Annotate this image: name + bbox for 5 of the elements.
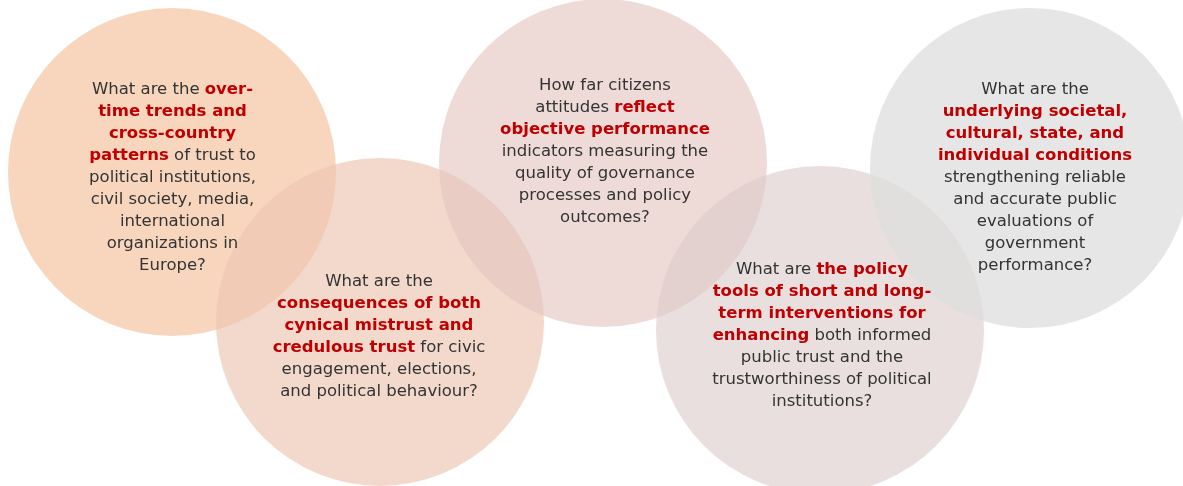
question-text: What are the over-time trends and cross-country patterns of trust to political institutions, civil society, media, international organizations in Europe? xyxy=(88,78,257,276)
question-text: What are the underlying societal, cultural, state, and individual conditions strengthening reliable and accurate public evaluations of government performance? xyxy=(936,78,1134,276)
question-text: What are the consequences of both cynical mistrust and credulous trust for civic engagement, elections, and political behaviour? xyxy=(271,270,487,402)
question-text: What are the policy tools of short and long-term interventions for enhancing both informed public trust and the trustworthiness of political institutions? xyxy=(712,258,932,412)
question-text: How far citizens attitudes reflect objective performance indicators measuring the quality of governance processes and policy outcomes? xyxy=(500,74,710,228)
